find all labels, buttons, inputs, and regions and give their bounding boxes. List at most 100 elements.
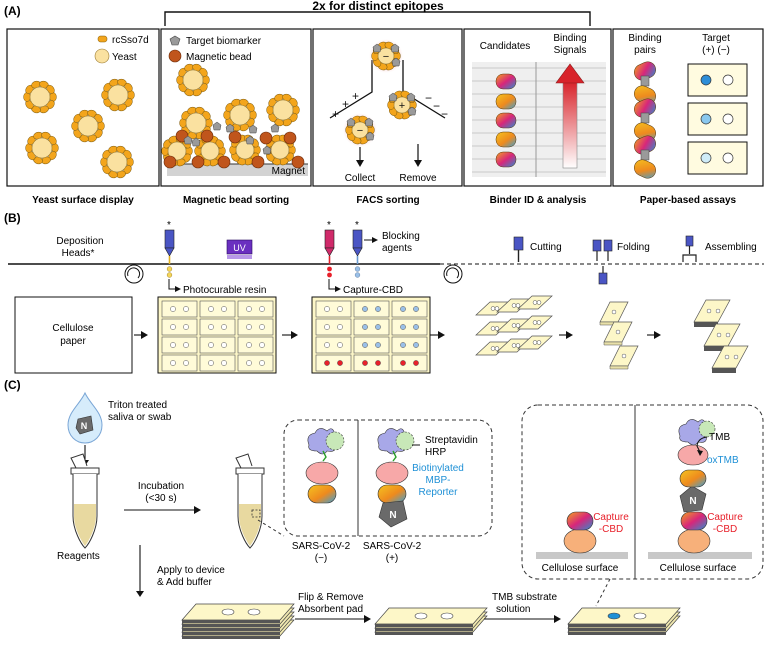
legend-yeast: Yeast bbox=[112, 52, 137, 63]
remove-label: Remove bbox=[399, 173, 437, 184]
blocking-pointer-head bbox=[372, 237, 378, 243]
plate-cell bbox=[237, 300, 274, 318]
plate-dot bbox=[259, 324, 265, 330]
folded-piece bbox=[599, 301, 629, 326]
magnetic-bead bbox=[251, 155, 265, 169]
cbd-domain bbox=[677, 528, 711, 554]
svg-text:−: − bbox=[425, 91, 432, 105]
cut-piece bbox=[475, 321, 511, 336]
svg-text:*: * bbox=[327, 220, 331, 231]
plate-dot bbox=[362, 342, 368, 348]
plate-dot bbox=[413, 360, 419, 366]
capture-complex-positive: N bbox=[677, 419, 716, 554]
cut-piece bbox=[496, 318, 532, 333]
plate-cell bbox=[353, 354, 390, 372]
reagents-label: Reagents bbox=[57, 551, 100, 562]
target-biomarker bbox=[191, 137, 201, 147]
device-layer bbox=[374, 607, 488, 625]
yeast-cell bbox=[176, 63, 210, 97]
blocking-label-1: Blocking bbox=[382, 231, 420, 242]
magnetic-bead bbox=[291, 155, 305, 169]
caption-binder-id: Binder ID & analysis bbox=[490, 195, 587, 206]
cellulose-surface-right bbox=[648, 552, 752, 559]
flow-arrow-head bbox=[141, 331, 148, 339]
plate-dot bbox=[208, 360, 214, 366]
plate-cell bbox=[315, 336, 352, 354]
plate-dot bbox=[362, 360, 368, 366]
cellulose-paper bbox=[14, 296, 133, 374]
target-biomarker bbox=[262, 145, 272, 155]
plate-cell bbox=[315, 318, 352, 336]
magnetic-bead bbox=[200, 129, 214, 143]
plate-cell bbox=[391, 336, 428, 354]
device-spot bbox=[221, 608, 235, 616]
plate-dot bbox=[337, 324, 343, 330]
capture-pointer-head bbox=[335, 286, 341, 292]
tmb-label: TMB bbox=[709, 432, 730, 443]
magnetic-bead bbox=[191, 155, 205, 169]
cbd-domain bbox=[563, 528, 597, 554]
plate-dot bbox=[400, 324, 406, 330]
nucleocapsid-label: N bbox=[689, 496, 696, 507]
target-biomarker bbox=[365, 131, 375, 141]
flip-label-2: Absorbent pad bbox=[298, 604, 363, 615]
plate-cell bbox=[199, 336, 236, 354]
target-biomarker bbox=[225, 123, 235, 133]
cellulose-surface-label-left: Cellulose surface bbox=[542, 563, 619, 574]
plate-dot bbox=[221, 360, 227, 366]
deposition-head-resin: * bbox=[164, 220, 175, 278]
assembled-piece bbox=[703, 323, 741, 351]
device-spot bbox=[247, 608, 261, 616]
target-biomarker bbox=[372, 43, 382, 53]
magnetic-bead bbox=[228, 130, 242, 144]
plate-cell bbox=[353, 318, 390, 336]
sars-positive-label-2: (+) bbox=[386, 553, 399, 564]
binder bbox=[307, 484, 337, 504]
binding-pairs-label-1: Binding bbox=[628, 33, 661, 44]
tube-liquid bbox=[74, 504, 96, 546]
plate-dot bbox=[375, 306, 381, 312]
cutting-tool bbox=[513, 236, 524, 262]
mbp-reporter bbox=[677, 444, 709, 466]
binder-table-lines bbox=[472, 67, 606, 173]
binding-pair bbox=[634, 135, 656, 179]
candidate-binder bbox=[495, 151, 517, 168]
biotin-link bbox=[392, 450, 397, 462]
uv-lamp bbox=[226, 239, 253, 259]
legend-target-biomarker: Target biomarker bbox=[186, 36, 262, 47]
binding-pairs bbox=[634, 61, 656, 179]
binding-pairs-label-2: pairs bbox=[634, 45, 656, 56]
assay-cards bbox=[687, 63, 748, 175]
cut-piece bbox=[517, 335, 553, 350]
device-edge bbox=[182, 636, 280, 639]
device-edge bbox=[182, 624, 280, 627]
plate-dot bbox=[170, 306, 176, 312]
plate-cell bbox=[315, 354, 352, 372]
cellulose-surface-left bbox=[536, 552, 628, 559]
capture-binder bbox=[566, 511, 594, 531]
mbp-reporter bbox=[375, 461, 409, 485]
magnetic-bead bbox=[163, 155, 177, 169]
capture-cbd-label: Capture-CBD bbox=[343, 285, 403, 296]
complex-positive: N bbox=[375, 428, 415, 528]
plate-dot bbox=[246, 306, 252, 312]
cellulose-paper-label-2: paper bbox=[60, 336, 86, 347]
target-biomarker bbox=[391, 57, 401, 67]
plate-cell bbox=[199, 300, 236, 318]
plate-dot bbox=[400, 360, 406, 366]
magnetic-bead-icon bbox=[168, 49, 182, 63]
tmb-curve bbox=[696, 436, 708, 453]
assay-card bbox=[687, 102, 748, 136]
plate-dot bbox=[183, 324, 189, 330]
caption-magnetic-sorting: Magnetic bead sorting bbox=[183, 195, 289, 206]
assembled-pieces bbox=[693, 299, 749, 373]
cut-pieces bbox=[475, 295, 553, 356]
assembling-label: Assembling bbox=[705, 242, 757, 253]
cut-piece bbox=[475, 301, 511, 316]
plate-cell bbox=[237, 336, 274, 354]
capture-pointer bbox=[328, 279, 337, 290]
reaction-inset bbox=[283, 419, 493, 537]
capture-label-right-2: -CBD bbox=[713, 524, 737, 535]
svg-text:−: − bbox=[433, 99, 440, 113]
plate-dot bbox=[375, 324, 381, 330]
